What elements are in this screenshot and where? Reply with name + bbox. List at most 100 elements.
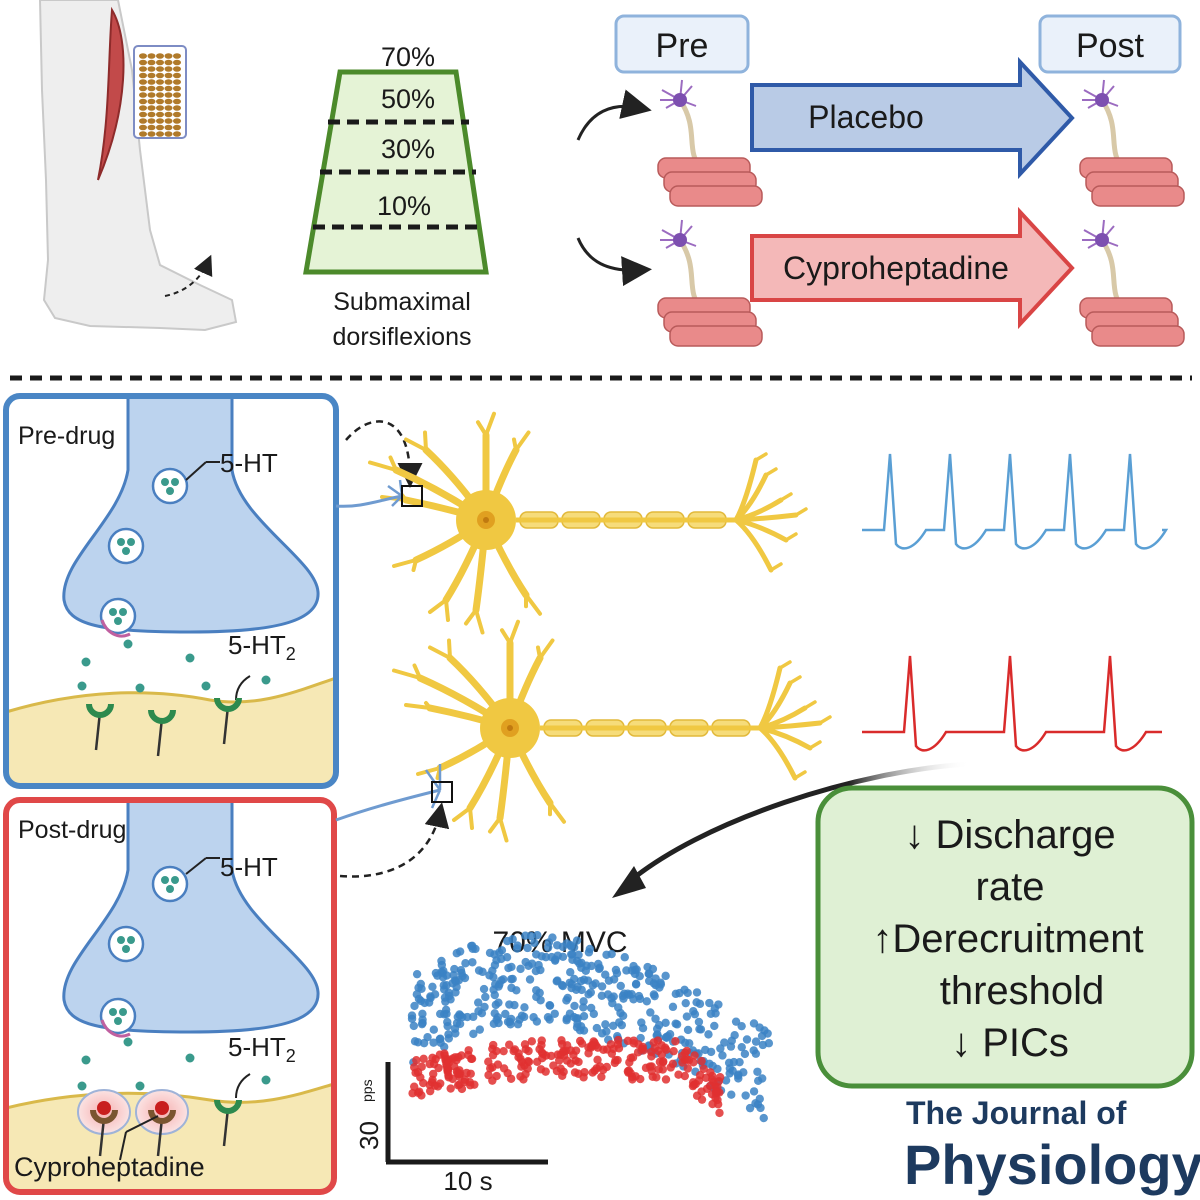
data-point bbox=[536, 965, 545, 975]
electrode bbox=[147, 79, 156, 85]
data-point bbox=[443, 1021, 452, 1031]
data-point bbox=[562, 1016, 571, 1025]
data-point bbox=[474, 998, 483, 1007]
data-point bbox=[710, 1021, 719, 1031]
data-point bbox=[672, 1020, 682, 1029]
data-point bbox=[455, 1019, 465, 1029]
level-50: 50% bbox=[381, 84, 435, 114]
data-point bbox=[644, 976, 654, 986]
data-point bbox=[579, 1003, 588, 1012]
journal-line-1: The Journal of bbox=[906, 1095, 1127, 1131]
receptor-icon bbox=[214, 697, 242, 745]
electrode bbox=[156, 85, 164, 92]
data-point bbox=[557, 1039, 567, 1049]
motoneuron-icon bbox=[657, 219, 763, 347]
electrode bbox=[173, 92, 181, 98]
serotonin-molecule bbox=[123, 1037, 133, 1047]
electrode bbox=[156, 92, 164, 98]
pre-drug-panel: Pre-drug 5-HT 5-HT2 bbox=[3, 393, 339, 789]
data-point bbox=[609, 975, 619, 984]
data-point bbox=[452, 949, 461, 958]
cyproheptadine-molecule bbox=[155, 1101, 169, 1115]
leg-illustration bbox=[38, 0, 238, 332]
data-point bbox=[444, 1034, 454, 1043]
electrode bbox=[147, 53, 156, 59]
data-point bbox=[543, 943, 553, 952]
data-point bbox=[724, 1058, 734, 1068]
cyproheptadine-arrow bbox=[750, 206, 1075, 330]
electrode bbox=[139, 53, 147, 59]
electrode bbox=[139, 85, 147, 92]
tibialis-muscle bbox=[97, 6, 125, 181]
data-point bbox=[601, 1020, 610, 1029]
data-point bbox=[751, 1099, 760, 1108]
electrode bbox=[164, 105, 173, 111]
data-point bbox=[413, 1038, 423, 1047]
data-point bbox=[695, 1024, 704, 1034]
data-point bbox=[509, 1046, 518, 1056]
electrode bbox=[147, 72, 156, 79]
data-point bbox=[594, 959, 603, 969]
data-point bbox=[412, 990, 422, 999]
electrode bbox=[139, 118, 147, 124]
data-point bbox=[478, 967, 487, 977]
drug-label: Cyproheptadine bbox=[14, 1152, 205, 1182]
data-point bbox=[562, 996, 571, 1005]
data-point bbox=[715, 1108, 724, 1118]
level-70: 70% bbox=[381, 42, 435, 72]
data-point bbox=[429, 1038, 438, 1047]
data-point bbox=[484, 1057, 493, 1066]
data-point bbox=[656, 978, 665, 987]
data-point bbox=[683, 988, 692, 998]
data-point bbox=[493, 1060, 503, 1069]
level-10: 10% bbox=[377, 191, 431, 221]
data-point bbox=[407, 1011, 417, 1020]
data-point bbox=[448, 1074, 457, 1084]
electrode bbox=[147, 118, 156, 124]
pre-label: Pre bbox=[656, 27, 709, 65]
data-point bbox=[479, 984, 489, 994]
data-point bbox=[584, 1049, 593, 1058]
muscle-fiber-icon bbox=[669, 325, 763, 347]
data-point bbox=[705, 998, 714, 1008]
data-point bbox=[558, 952, 568, 961]
serotonin-molecule bbox=[81, 1055, 91, 1065]
data-point bbox=[606, 1040, 616, 1049]
data-point bbox=[557, 980, 567, 990]
data-point bbox=[671, 989, 681, 999]
serotonin-label: 5-HT bbox=[220, 852, 278, 882]
data-point bbox=[450, 976, 460, 985]
data-point bbox=[550, 1009, 559, 1018]
electrode bbox=[164, 98, 173, 105]
data-point bbox=[751, 1037, 761, 1046]
electrode bbox=[139, 72, 147, 79]
data-point bbox=[628, 1075, 637, 1084]
electrode bbox=[156, 53, 164, 59]
data-point bbox=[559, 1067, 568, 1077]
electrode bbox=[139, 98, 147, 105]
data-point bbox=[409, 1021, 419, 1031]
data-point bbox=[558, 1047, 568, 1056]
data-point bbox=[505, 1000, 514, 1009]
data-point bbox=[458, 1012, 467, 1022]
data-point bbox=[628, 1053, 638, 1062]
electrode bbox=[139, 92, 147, 98]
data-point bbox=[620, 953, 629, 962]
electrode bbox=[147, 92, 156, 98]
data-point bbox=[576, 976, 586, 986]
data-point bbox=[514, 1052, 523, 1062]
electrode bbox=[147, 111, 156, 118]
electrode bbox=[164, 53, 173, 59]
electrode bbox=[147, 66, 156, 72]
electrode bbox=[156, 111, 164, 118]
data-point bbox=[567, 983, 576, 993]
electrode bbox=[139, 124, 147, 131]
data-point bbox=[763, 1029, 772, 1038]
data-point bbox=[705, 1081, 715, 1091]
electrode bbox=[164, 131, 173, 137]
data-point bbox=[758, 1040, 768, 1050]
data-point bbox=[446, 1084, 455, 1093]
pre-discharge-trace bbox=[862, 453, 1169, 550]
data-point bbox=[706, 1047, 716, 1057]
placebo-arrow bbox=[750, 56, 1075, 180]
